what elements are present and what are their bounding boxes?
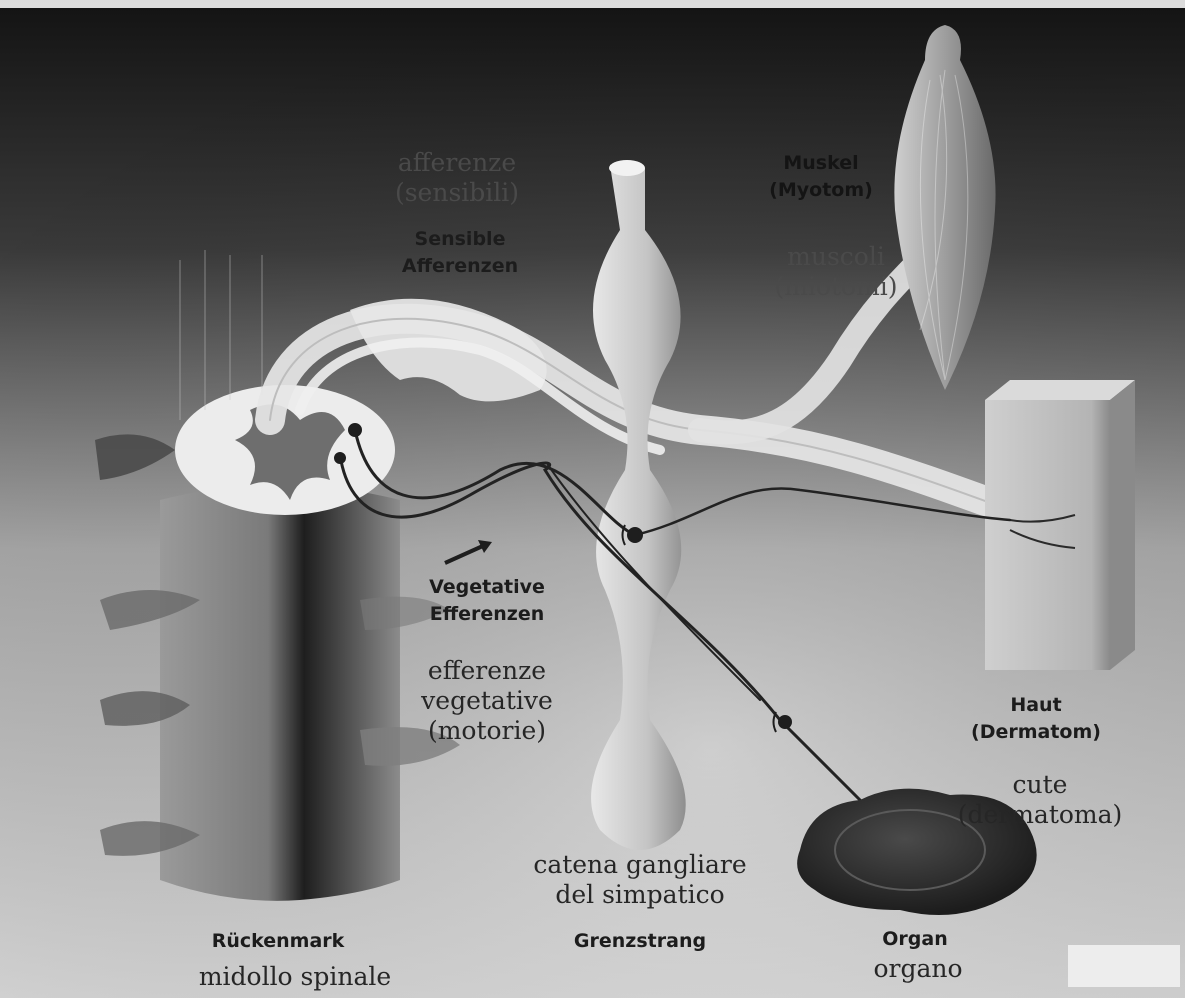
label-sensible-afferenzen: Sensible Afferenzen bbox=[368, 226, 552, 280]
label-midollo: midollo spinale bbox=[170, 962, 420, 992]
label-rueckenmark: Rückenmark bbox=[184, 928, 372, 955]
label-organo: organo bbox=[850, 954, 986, 984]
label-muscoli: muscoli (miotomi) bbox=[764, 242, 908, 302]
skin-block bbox=[985, 380, 1135, 670]
label-cute: cute (dermatoma) bbox=[944, 770, 1136, 830]
label-haut: Haut (Dermatom) bbox=[944, 692, 1128, 746]
label-afferenze: afferenze (sensibili) bbox=[374, 148, 540, 208]
label-efferenze: efferenze vegetative (motorie) bbox=[404, 656, 570, 746]
label-vegetative-efferenzen: Vegetative Efferenzen bbox=[404, 574, 570, 628]
label-muskel: Muskel (Myotom) bbox=[746, 150, 896, 204]
label-organ-de: Organ bbox=[860, 926, 970, 953]
label-catena: catena gangliare del simpatico bbox=[528, 850, 752, 910]
label-grenzstrang: Grenzstrang bbox=[544, 928, 736, 955]
